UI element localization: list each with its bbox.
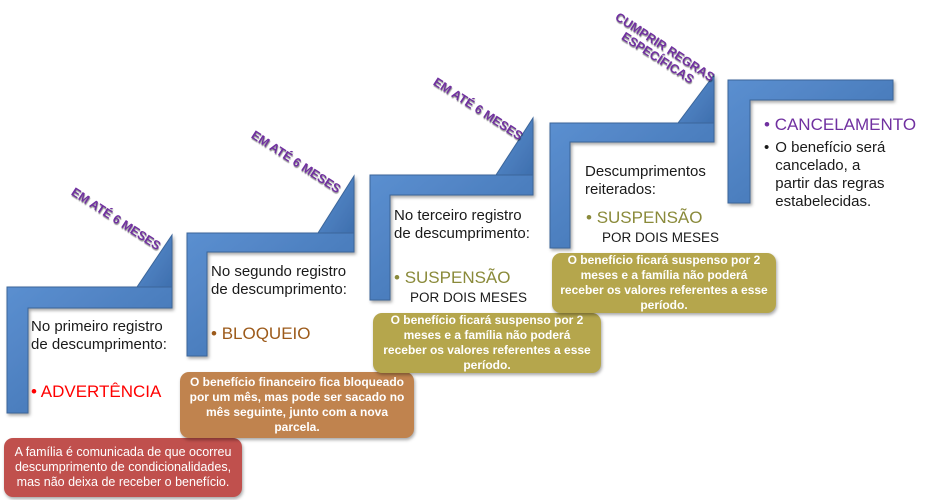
step-2-penalty-label: BLOQUEIO: [221, 324, 311, 343]
step-3-callout: O benefício ficará suspenso por 2 meses …: [373, 313, 601, 373]
step-3-penalty-duration: POR DOIS MESES: [410, 290, 528, 305]
step-1-arrow: [136, 233, 173, 288]
step-2-description: No segundo registro de descumprimento:: [211, 263, 347, 298]
step-3-arrow: [495, 116, 534, 176]
step-5-description: • O benefício será cancelado, a partir d…: [764, 139, 894, 211]
step-5-penalty-label: CANCELAMENTO: [774, 115, 917, 134]
step-4-penalty: • SUSPENSÃO: [586, 208, 703, 227]
step-2-callout: O benefício financeiro fica bloqueado po…: [180, 372, 414, 438]
step-2-arrow: [317, 174, 355, 234]
step-4-penalty-duration: POR DOIS MESES: [602, 230, 720, 245]
step-5-penalty: • CANCELAMENTO: [764, 115, 917, 134]
step-3-penalty-label: SUSPENSÃO: [404, 268, 511, 287]
step-5-shape: [727, 79, 894, 204]
step-1-callout: A família é comunicada de que ocorreu de…: [4, 438, 242, 497]
step-4-penalty-label: SUSPENSÃO: [596, 208, 703, 227]
step-4-description: Descumprimentos reiterados:: [585, 163, 706, 198]
step-3-penalty: • SUSPENSÃO: [394, 268, 511, 287]
step-5-bullet-dot: •: [764, 139, 770, 156]
step-1-description: No primeiro registro de descumprimento:: [31, 318, 167, 353]
step-1-penalty-label: ADVERTÊNCIA: [40, 382, 162, 401]
step-4-arrow: [677, 73, 715, 124]
step-5-description-text: O benefício será cancelado, a partir das…: [775, 139, 886, 210]
step-3-description: No terceiro registro de descumprimento:: [394, 207, 530, 242]
step-1-penalty: • ADVERTÊNCIA: [31, 382, 162, 401]
step-2-penalty: • BLOQUEIO: [211, 324, 311, 343]
step-4-callout: O benefício ficará suspenso por 2 meses …: [552, 253, 776, 313]
